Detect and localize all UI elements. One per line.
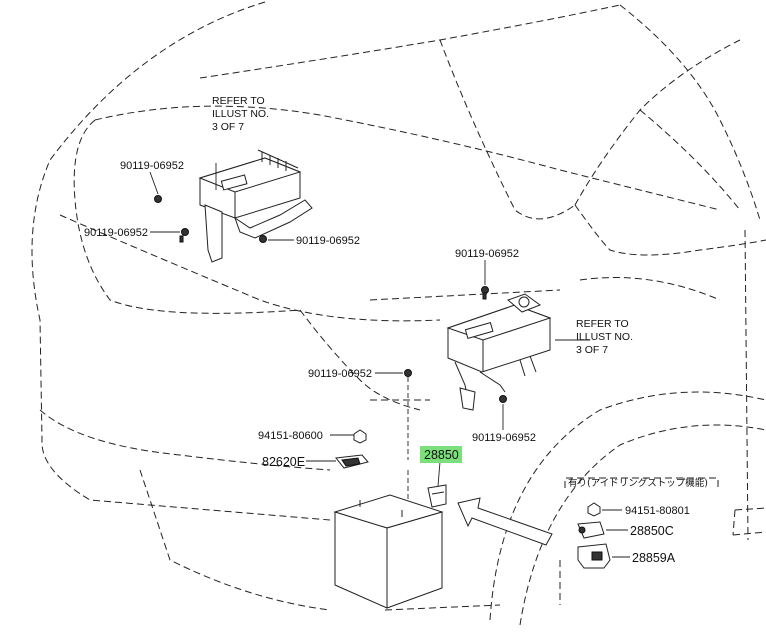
refer-line-3: 3 OF 7 (576, 344, 608, 356)
bolt-icon (154, 195, 267, 243)
highlighted-part-callout[interactable]: 28850 (420, 446, 462, 463)
refer-line-2: ILLUST NO. (212, 108, 269, 120)
refer-line-3: 3 OF 7 (212, 121, 244, 133)
nut-icon (353, 429, 367, 444)
part-number-highlighted[interactable]: 28850 (424, 448, 459, 462)
inset-part-number-nut[interactable]: 94151-80801 (625, 505, 690, 517)
leader-lines (149, 163, 590, 500)
battery-drawing (333, 494, 444, 609)
nut-icon (587, 502, 601, 517)
right-module-drawing (446, 293, 552, 411)
vehicle-body-outline (31, 1, 766, 626)
sensor-drawing (427, 484, 447, 508)
inset-part-number-bracket[interactable]: 28859A (632, 551, 676, 565)
inset-panel: 有り(アイドリングストップ機能) 94151-80801 28850C 2885… (564, 477, 719, 569)
highlight-box (420, 446, 462, 463)
refer-line-2: ILLUST NO. (576, 331, 633, 343)
bolt-icon (404, 286, 507, 403)
part-number-clamp[interactable]: 82620E (262, 455, 305, 469)
inset-part-number-sensor[interactable]: 28850C (630, 524, 674, 538)
upper-module-drawing (198, 149, 313, 263)
part-number-bolt[interactable]: 90119-06952 (296, 235, 360, 247)
inset-title: 有り(アイドリングストップ機能) (568, 477, 708, 489)
part-number-bolt[interactable]: 90119-06952 (308, 368, 372, 380)
part-number-bolt[interactable]: 90119-06952 (455, 248, 519, 260)
clamp-drawing (335, 454, 369, 469)
refer-note-right: REFER TO ILLUST NO. 3 OF 7 (576, 318, 633, 356)
part-number-bolt[interactable]: 90119-06952 (472, 432, 536, 444)
refer-note-upper: REFER TO ILLUST NO. 3 OF 7 (212, 95, 269, 133)
part-number-nut[interactable]: 94151-80600 (258, 430, 323, 442)
part-number-bolt[interactable]: 90119-06952 (120, 160, 184, 172)
direction-arrow (457, 497, 553, 546)
part-number-bolt[interactable]: 90119-06952 (84, 227, 148, 239)
refer-line-1: REFER TO (212, 95, 265, 107)
refer-line-1: REFER TO (576, 318, 629, 330)
